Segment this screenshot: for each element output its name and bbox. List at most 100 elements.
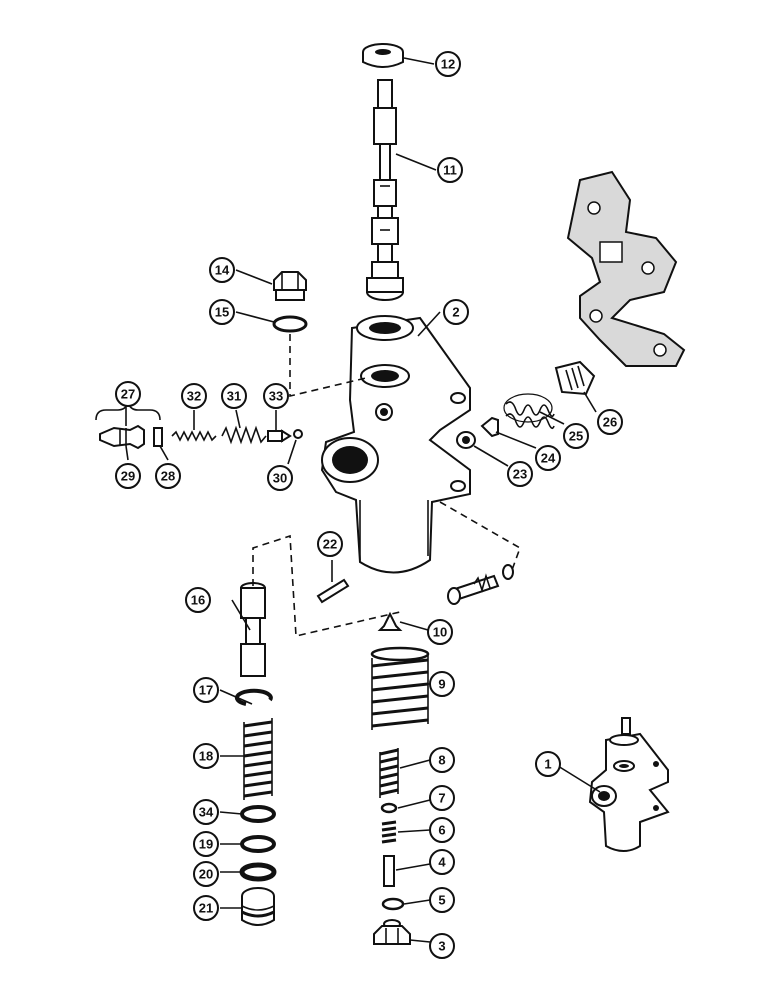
part-32-spring <box>171 430 217 442</box>
callout-label: 19 <box>199 837 213 852</box>
callout-label: 10 <box>433 625 447 640</box>
part-4-pin <box>383 855 395 887</box>
callout-21: 21 <box>193 895 219 921</box>
leader-lines <box>95 57 601 943</box>
callout-label: 24 <box>541 451 556 466</box>
callout-9: 9 <box>429 671 455 697</box>
callout-label: 29 <box>121 469 135 484</box>
part-33-poppet <box>267 429 292 443</box>
callout-29: 29 <box>115 463 141 489</box>
callout-11: 11 <box>437 157 463 183</box>
callout-34: 34 <box>193 799 219 825</box>
part-16-piston <box>240 582 266 677</box>
callout-33: 33 <box>263 383 289 409</box>
callout-label: 1 <box>544 757 551 772</box>
part-11-spool <box>366 79 404 301</box>
callout-23: 23 <box>507 461 533 487</box>
callout-1: 1 <box>535 751 561 777</box>
part-6-spring <box>381 820 397 844</box>
part-24-poppet <box>480 416 499 438</box>
callout-label: 2 <box>452 305 459 320</box>
callout-label: 25 <box>569 429 583 444</box>
callout-label: 8 <box>438 753 445 768</box>
part-7-washer <box>380 802 398 814</box>
callout-label: 27 <box>121 387 135 402</box>
part-28-screen <box>153 427 163 447</box>
part-26-plug <box>554 360 596 396</box>
part-19-washer <box>240 835 276 853</box>
part-29-fitting <box>99 424 145 450</box>
callout-label: 34 <box>199 805 214 820</box>
part-14-plug <box>273 271 307 301</box>
callout-16: 16 <box>185 587 211 613</box>
part-31-spring <box>221 425 267 445</box>
part-17-snap-ring <box>234 688 273 706</box>
callout-label: 3 <box>438 939 445 954</box>
callout-12: 12 <box>435 51 461 77</box>
callout-label: 5 <box>438 893 445 908</box>
callout-7: 7 <box>429 785 455 811</box>
part-30-ball <box>293 429 303 439</box>
callout-8: 8 <box>429 747 455 773</box>
callout-label: 14 <box>215 263 230 278</box>
callout-4: 4 <box>429 849 455 875</box>
callout-label: 28 <box>161 469 175 484</box>
callout-label: 33 <box>269 389 283 404</box>
callout-label: 23 <box>513 467 527 482</box>
callout-30: 30 <box>267 465 293 491</box>
callout-25: 25 <box>563 423 589 449</box>
part-20-o-ring <box>239 862 277 882</box>
callout-label: 17 <box>199 683 213 698</box>
callout-18: 18 <box>193 743 219 769</box>
assembly-line-piston <box>252 534 401 637</box>
part-5-o-ring <box>381 897 405 911</box>
callout-label: 32 <box>187 389 201 404</box>
part-34-washer <box>240 805 276 823</box>
callout-label: 12 <box>441 57 455 72</box>
callout-27: 27 <box>115 381 141 407</box>
part-8-spring <box>379 748 399 798</box>
assembly-line-plug <box>289 334 367 398</box>
callout-label: 30 <box>273 471 287 486</box>
callout-31: 31 <box>221 383 247 409</box>
callout-label: 6 <box>438 823 445 838</box>
callout-6: 6 <box>429 817 455 843</box>
callout-label: 11 <box>443 163 457 178</box>
part-2-valve-body <box>320 315 471 574</box>
callout-label: 26 <box>603 415 617 430</box>
part-10-valve <box>377 611 403 631</box>
part-12-cap <box>362 43 404 68</box>
callout-10: 10 <box>427 619 453 645</box>
callout-label: 22 <box>323 537 337 552</box>
callout-label: 16 <box>191 593 205 608</box>
part-3-plug <box>373 919 411 945</box>
callout-2: 2 <box>443 299 469 325</box>
callout-15: 15 <box>209 299 235 325</box>
callout-label: 20 <box>199 867 213 882</box>
callout-label: 4 <box>438 855 446 870</box>
callout-26: 26 <box>597 409 623 435</box>
part-25-spring <box>503 393 555 430</box>
part-23-bushing <box>456 431 476 449</box>
callout-32: 32 <box>181 383 207 409</box>
callout-19: 19 <box>193 831 219 857</box>
part-21-plug <box>241 887 275 926</box>
callout-label: 18 <box>199 749 213 764</box>
callout-label: 9 <box>438 677 445 692</box>
assembly-line-bolt <box>439 501 521 571</box>
callout-label: 21 <box>199 901 213 916</box>
callout-5: 5 <box>429 887 455 913</box>
callout-28: 28 <box>155 463 181 489</box>
callout-20: 20 <box>193 861 219 887</box>
callout-label: 15 <box>215 305 229 320</box>
bolt <box>447 564 514 605</box>
part-9-spring <box>370 646 430 730</box>
gasket <box>566 170 686 367</box>
callout-24: 24 <box>535 445 561 471</box>
part-1-assembly <box>588 717 670 852</box>
callout-3: 3 <box>429 933 455 959</box>
callout-22: 22 <box>317 531 343 557</box>
part-18-spring <box>243 718 273 800</box>
callout-14: 14 <box>209 257 235 283</box>
